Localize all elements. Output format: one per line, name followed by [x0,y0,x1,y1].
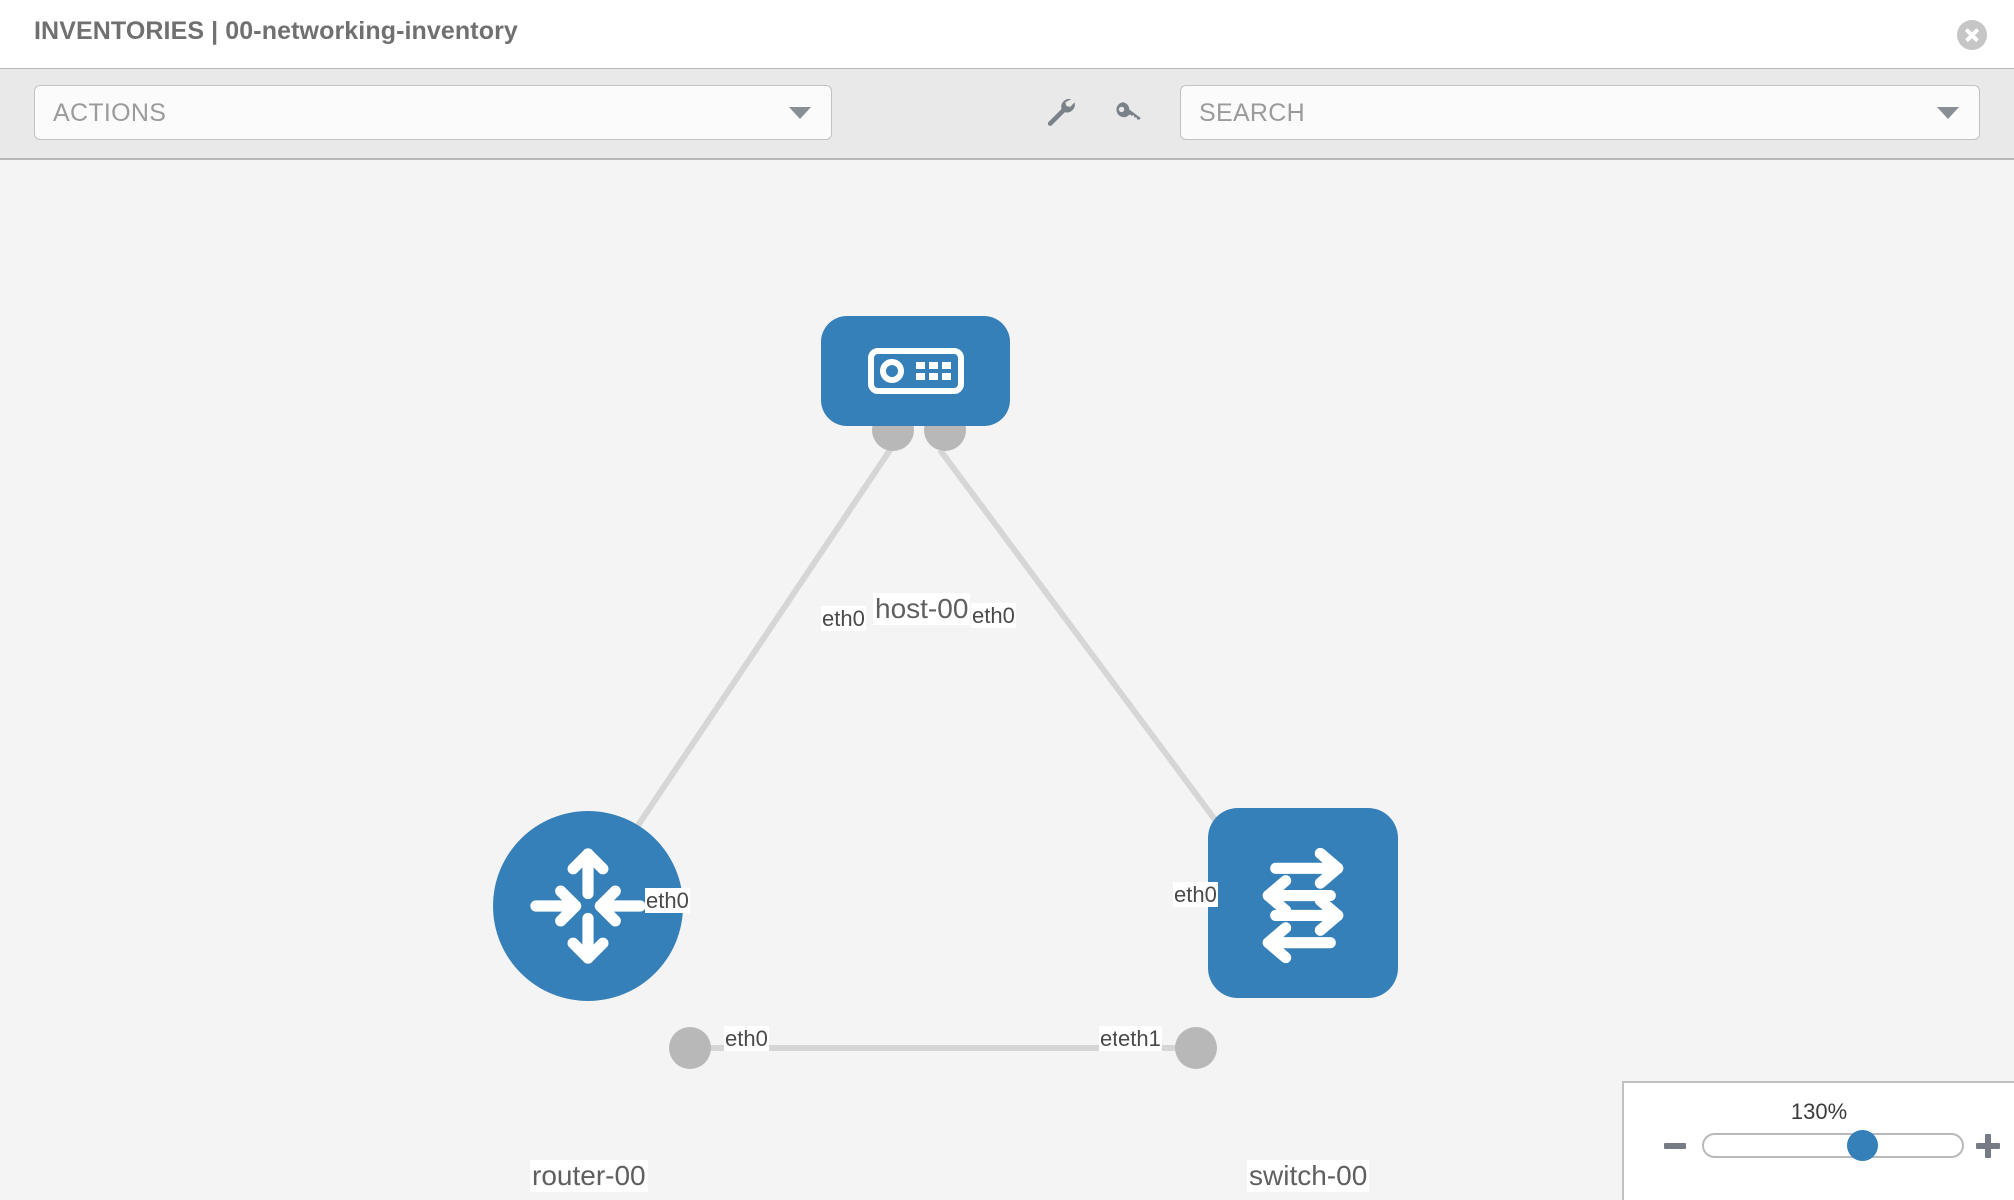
topology-edges [597,409,1253,1069]
toolbar: ACTIONS SEARCH [0,69,2014,160]
plus-icon-bar [1985,1134,1991,1158]
wrench-icon[interactable] [1042,94,1076,133]
zoom-control-panel: 130% [1622,1081,2014,1200]
edge-host-router[interactable] [597,448,893,884]
actions-dropdown-label: ACTIONS [53,99,167,127]
edge-label-switch-eth1: eth1 [1117,1026,1162,1052]
edge-host-switch[interactable] [937,448,1248,862]
chevron-down-icon [789,106,811,119]
connector-switch-left [1175,1027,1217,1069]
close-icon[interactable] [1957,20,1987,50]
edge-label-switch-eth0: eth0 [1173,882,1218,908]
topology-node-switch-00[interactable] [1208,808,1398,998]
zoom-level-label: 130% [1790,1099,1848,1124]
edge-label-host-eth0-b: eth0 [971,603,1016,629]
connector-router-right [669,1027,711,1069]
zoom-slider-thumb[interactable] [1847,1130,1878,1161]
header-bar: INVENTORIES | 00-networking-inventory [0,0,2014,69]
page-title: INVENTORIES | 00-networking-inventory [34,17,518,45]
node-label-router-00: router-00 [530,1160,648,1193]
edge-label-host-eth0: eth0 [821,606,866,632]
edge-label-router-eth0: eth0 [645,888,690,914]
edge-label-router-eth0-link: eth0 [724,1026,769,1052]
topology-canvas[interactable]: host-00 router-00 switch-00 eth0 eth0 et… [0,160,2014,1200]
server-icon [867,348,964,394]
minus-icon[interactable] [1664,1143,1686,1149]
zoom-slider[interactable] [1702,1133,1964,1158]
switch-icon [1262,847,1344,964]
node-label-switch-00: switch-00 [1247,1160,1370,1193]
node-label-host-00: host-00 [873,593,971,626]
search-placeholder: SEARCH [1199,99,1305,127]
key-icon[interactable] [1110,94,1144,133]
actions-dropdown[interactable]: ACTIONS [34,85,832,140]
router-icon [530,848,646,964]
search-input[interactable]: SEARCH [1180,85,1980,140]
plus-icon[interactable] [1975,1133,2001,1159]
chevron-down-icon[interactable] [1937,106,1959,119]
topology-node-host-00[interactable] [821,316,1010,426]
